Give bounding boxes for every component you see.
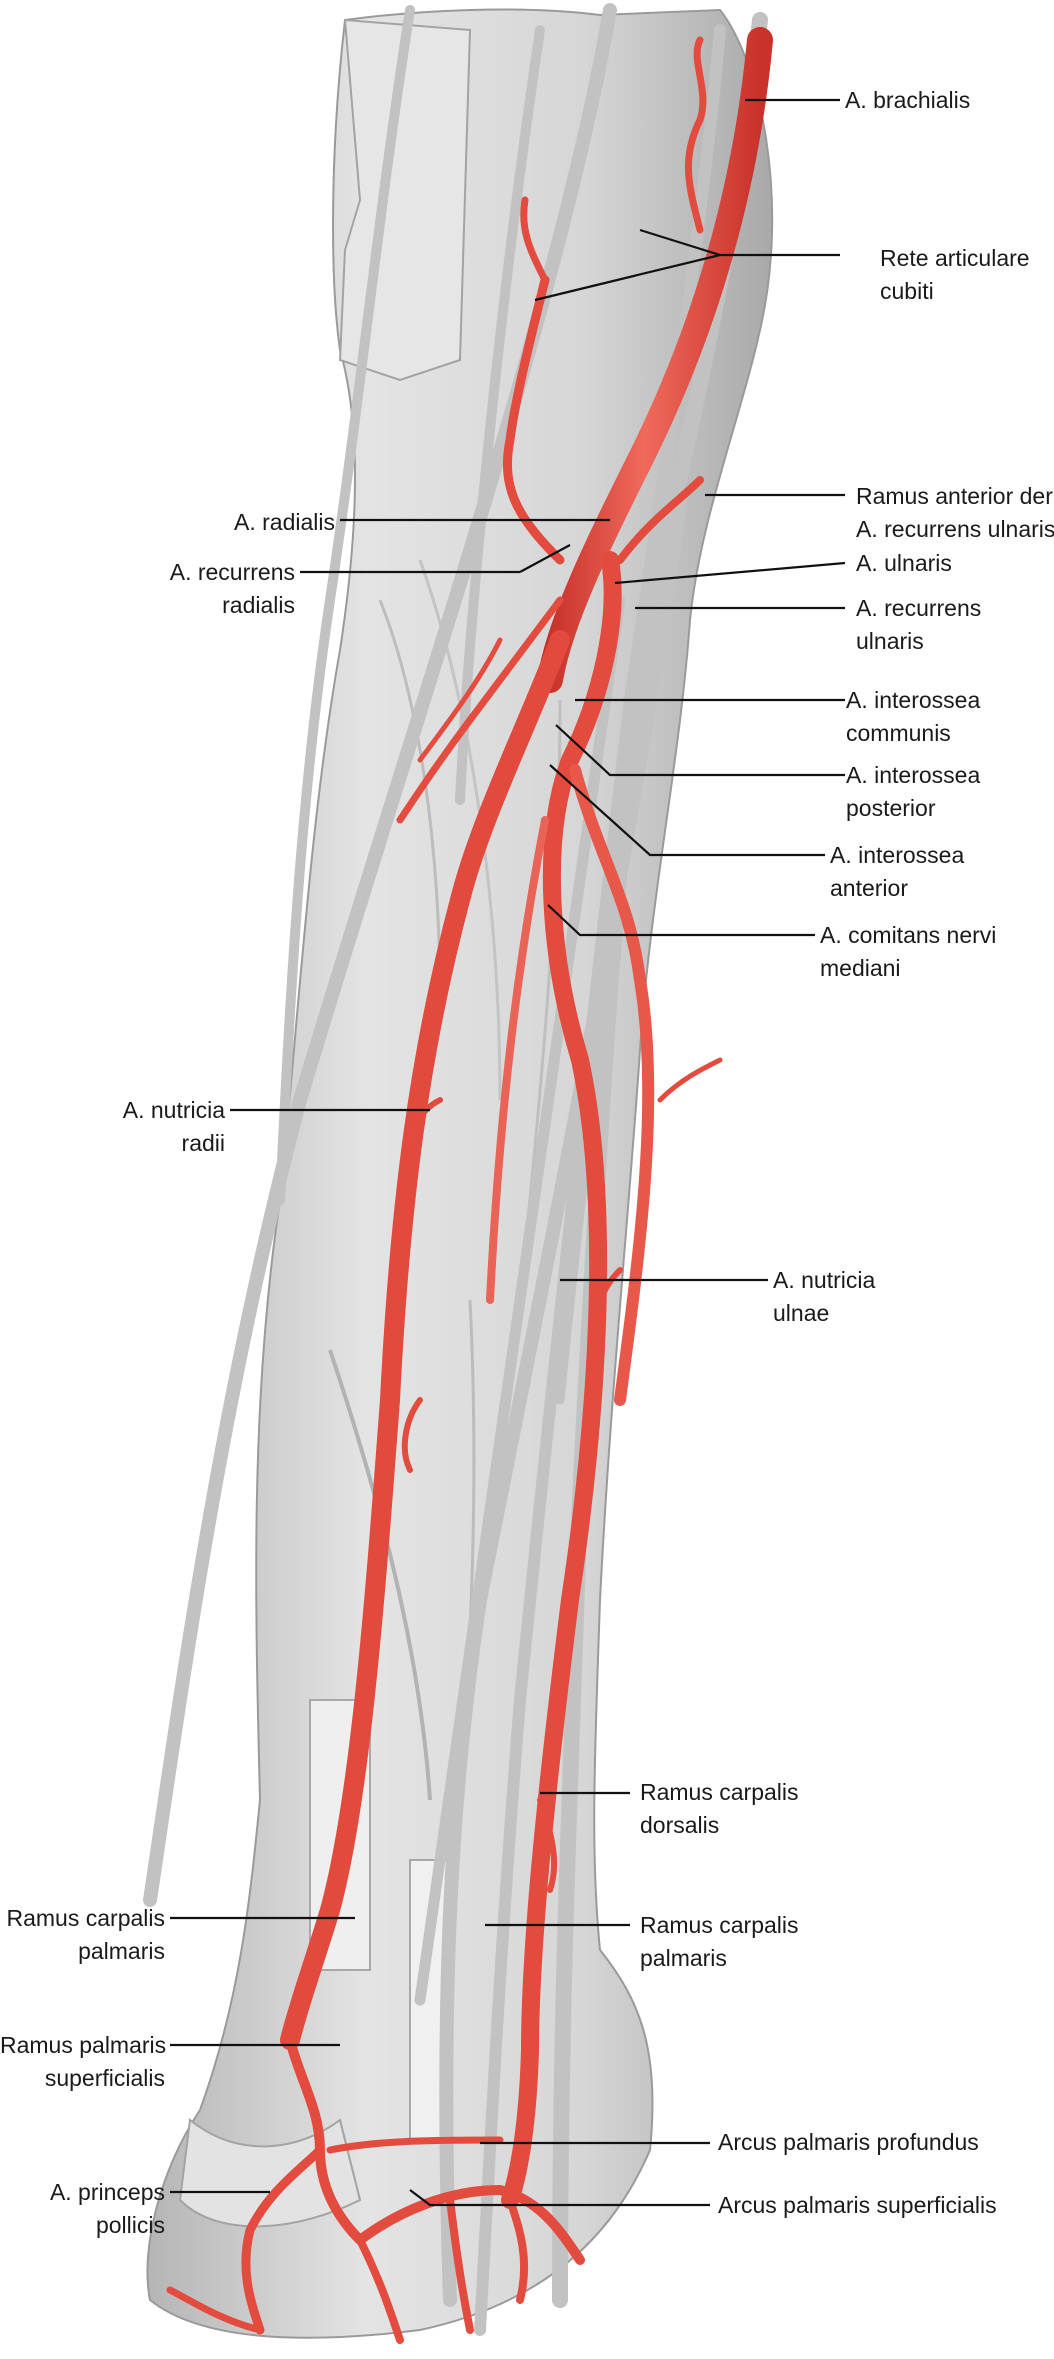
label-arcus-palmaris-profundus: Arcus palmaris profundus	[718, 2126, 979, 2159]
label-a-interossea-communis: A. interossea communis	[846, 684, 980, 750]
label-line: ulnae	[773, 1300, 830, 1326]
label-ramus-palmaris-superficialis: Ramus palmaris superficialis	[0, 2029, 167, 2095]
radial-artery	[280, 630, 570, 2050]
brachial-artery	[537, 27, 773, 693]
label-a-nutricia-ulnae: A. nutricia ulnae	[773, 1264, 875, 1330]
label-line: Rete articulare	[880, 245, 1030, 271]
label-line: A. brachialis	[845, 87, 971, 113]
label-ramus-anterior-recurrens-ulnaris: Ramus anterior der A. recurrens ulnaris	[856, 480, 1054, 546]
label-line: A. ulnaris	[856, 550, 952, 576]
label-line: radii	[181, 1130, 225, 1156]
label-a-interossea-posterior: A. interossea posterior	[846, 759, 980, 825]
label-arcus-palmaris-superficialis: Arcus palmaris superficialis	[718, 2189, 997, 2222]
label-line: ulnaris	[856, 628, 924, 654]
label-a-ulnaris: A. ulnaris	[856, 547, 952, 580]
label-line: dorsalis	[640, 1812, 720, 1838]
label-line: Ramus carpalis	[640, 1912, 799, 1938]
label-line: radialis	[222, 592, 295, 618]
label-a-comitans-nervi-mediani: A. comitans nervi mediani	[820, 919, 996, 985]
label-a-radialis: A. radialis	[140, 506, 335, 539]
label-line: Ramus palmaris	[0, 2032, 167, 2058]
label-line: A. nutricia	[122, 1097, 225, 1123]
label-line: palmaris	[640, 1945, 727, 1971]
label-line: A. nutricia	[773, 1267, 876, 1293]
label-ramus-carpalis-palmaris-left: Ramus carpalis palmaris	[0, 1902, 166, 1968]
label-line: A. princeps	[49, 2179, 165, 2205]
label-line: A. interossea	[846, 762, 981, 788]
label-line: Arcus palmaris profundus	[718, 2129, 979, 2155]
label-a-recurrens-radialis: A. recurrens radialis	[100, 556, 295, 622]
label-a-brachialis: A. brachialis	[845, 84, 970, 117]
label-line: Arcus palmaris superficialis	[718, 2192, 997, 2218]
label-line: palmaris	[78, 1938, 165, 1964]
label-a-nutricia-radii: A. nutricia radii	[30, 1094, 225, 1160]
label-a-princeps-pollicis: A. princeps pollicis	[0, 2176, 165, 2242]
label-ramus-carpalis-dorsalis: Ramus carpalis dorsalis	[640, 1776, 799, 1842]
label-line: pollicis	[95, 2212, 165, 2238]
median-nerve-companion-artery	[486, 816, 549, 1304]
label-line: A. interossea	[830, 842, 965, 868]
label-line: A. recurrens ulnaris	[856, 516, 1054, 542]
label-line: Ramus carpalis	[640, 1779, 799, 1805]
label-line: posterior	[846, 795, 936, 821]
label-line: Ramus anterior der	[856, 483, 1053, 509]
label-line: A. recurrens	[856, 595, 982, 621]
leader-lines	[170, 98, 846, 2207]
label-ramus-carpalis-palmaris-right: Ramus carpalis palmaris	[640, 1909, 799, 1975]
label-line: Ramus carpalis	[6, 1905, 166, 1931]
label-line: mediani	[820, 955, 901, 981]
label-line: communis	[846, 720, 951, 746]
label-line: A. comitans nervi	[820, 922, 997, 948]
label-line: cubiti	[880, 278, 934, 304]
label-line: A. recurrens	[169, 559, 295, 585]
arteries	[166, 27, 773, 2344]
label-line: A. interossea	[846, 687, 981, 713]
label-line: superficialis	[44, 2065, 165, 2091]
label-a-interossea-anterior: A. interossea anterior	[830, 839, 964, 905]
label-line: anterior	[830, 875, 908, 901]
label-a-recurrens-ulnaris: A. recurrens ulnaris	[856, 592, 981, 658]
label-line: A. radialis	[234, 509, 335, 535]
label-rete-articulare-cubiti: Rete articulare cubiti	[880, 242, 1030, 308]
